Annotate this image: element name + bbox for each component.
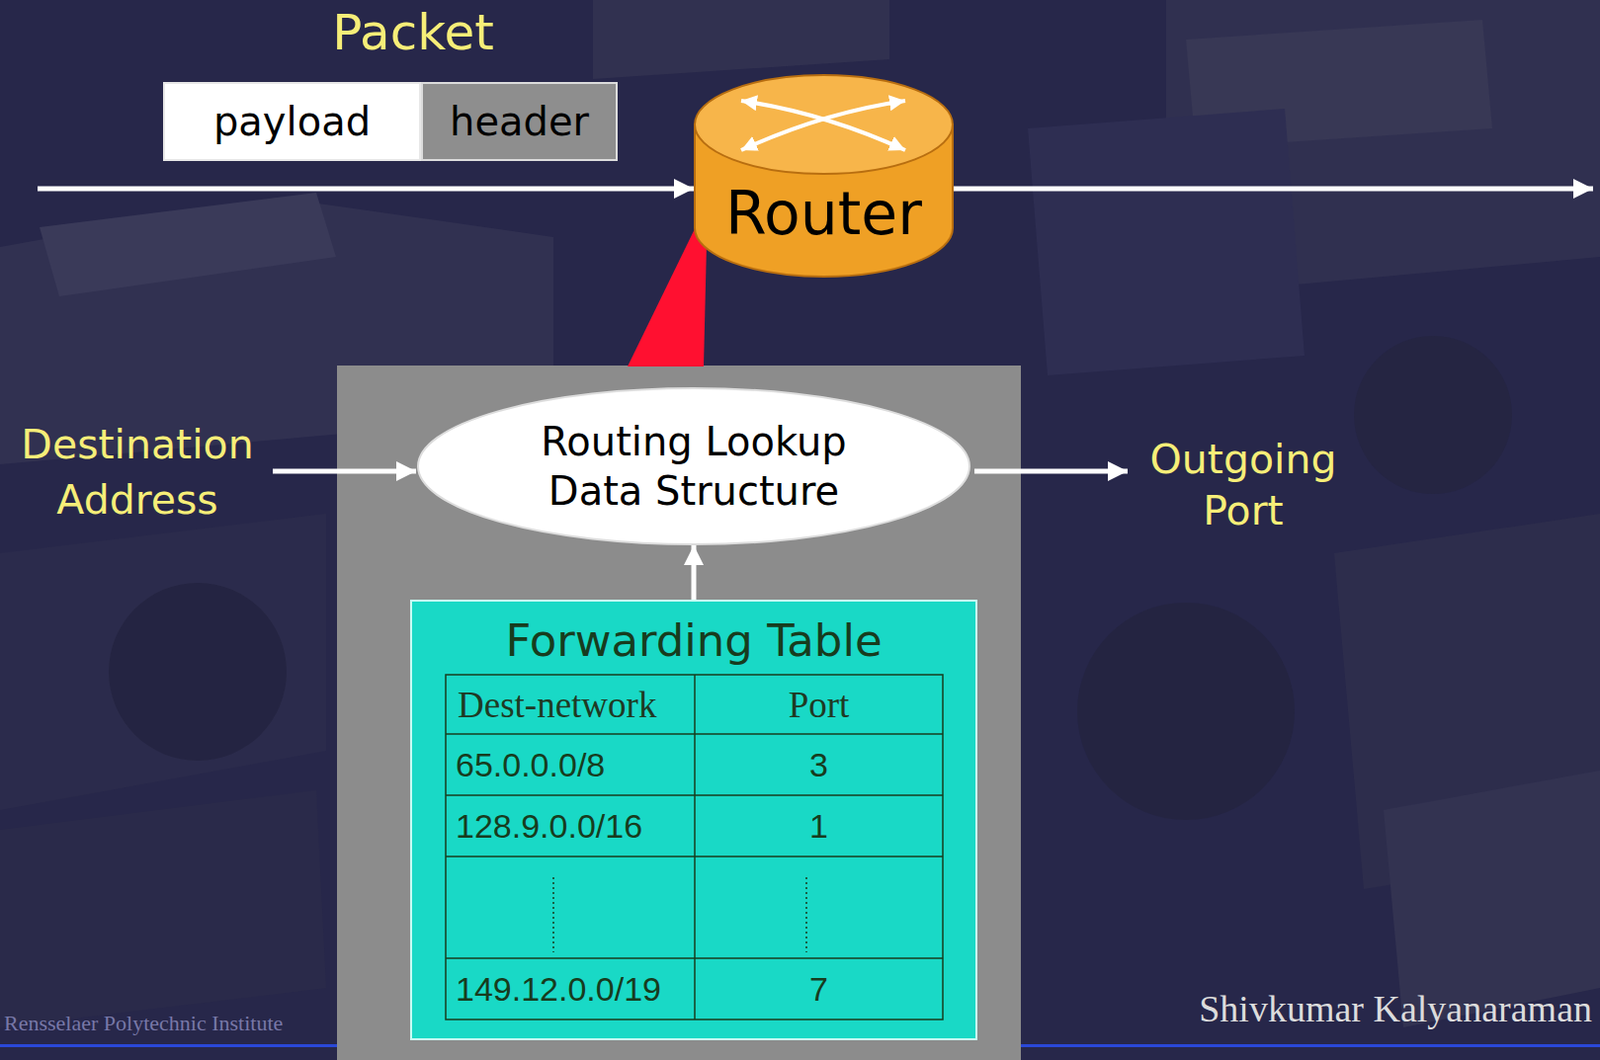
shape-outline: [416, 387, 972, 546]
output-label: Outgoing Port: [1139, 430, 1348, 540]
outgoing-arrow: [953, 186, 1594, 192]
lookup-arrow: [691, 545, 697, 600]
incoming-arrow: [37, 186, 694, 192]
payload-box: payload: [163, 82, 422, 162]
node-text: payload: [213, 97, 371, 146]
table-header: Port: [694, 674, 943, 735]
table-header: Dest-network: [445, 674, 695, 735]
output-arrow: [974, 469, 1128, 475]
table-cell: 7: [694, 958, 943, 1020]
packet: Packetpayloadheader: [163, 82, 618, 162]
ellipsis-line: [552, 877, 555, 953]
ellipsis-line: [805, 877, 808, 953]
footer-institution: Rensselaer Polytechnic Institute: [3, 1010, 283, 1038]
input-label: Destination Address: [7, 415, 267, 530]
table-cell: 128.9.0.0/16: [445, 795, 695, 857]
lookup-ellipse: Routing Lookup Data Structure: [416, 387, 972, 546]
node-text: Routing Lookup Data Structure: [496, 417, 892, 516]
cylinder-top: [694, 75, 953, 174]
router-icon-arrow: [741, 100, 906, 151]
table-cell: 149.12.0.0/19: [445, 958, 695, 1020]
table-grid: [445, 674, 943, 1020]
node-text: Packet: [185, 2, 641, 63]
node-text: Forwarding Table: [412, 613, 976, 670]
node-text: Router: [693, 179, 954, 248]
forwarding-table-box: Forwarding TableDest-networkPort65.0.0.0…: [410, 599, 978, 1041]
table-cell: 3: [694, 734, 943, 796]
table-cell: 65.0.0.0/8: [445, 734, 695, 796]
ellipse-outline: [418, 388, 970, 545]
node-text: header: [449, 97, 590, 146]
zoom-panel: [336, 365, 1021, 1060]
header-box: header: [421, 82, 618, 162]
table-cell: 1: [694, 795, 943, 857]
router-cylinder: Router: [693, 73, 954, 278]
router-icon-arrow: [741, 100, 906, 151]
footer-author: Shivkumar Kalyanaraman: [1198, 984, 1593, 1034]
input-arrow: [272, 469, 417, 475]
